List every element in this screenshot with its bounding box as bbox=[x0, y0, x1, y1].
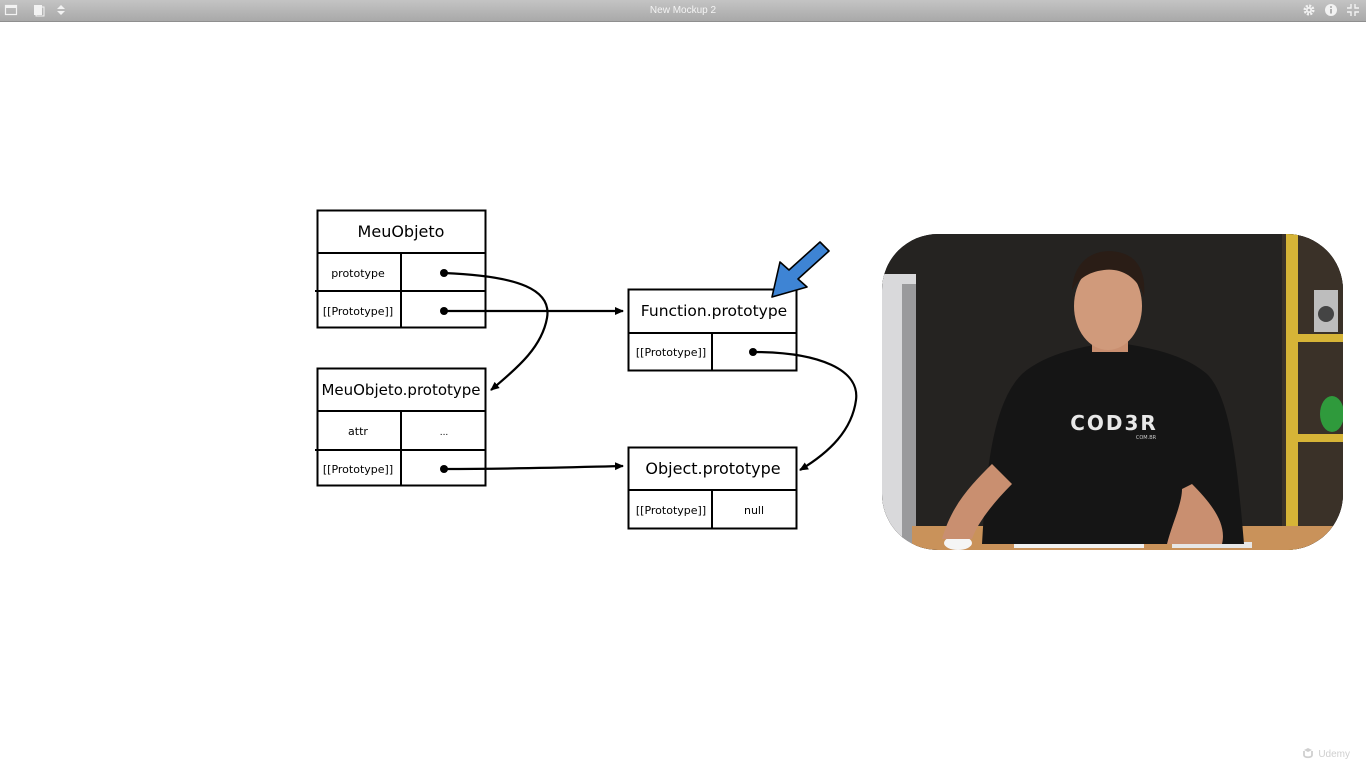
gear-icon[interactable] bbox=[1302, 3, 1316, 17]
attr-label: attr bbox=[348, 425, 368, 438]
meu-objeto-prototype-label: prototype bbox=[331, 267, 385, 280]
meu-objeto-prototype-box[interactable]: MeuObjeto.prototype attr ... [[Prototype… bbox=[315, 367, 487, 487]
meu-objeto-prototype-title: MeuObjeto.prototype bbox=[321, 381, 480, 399]
function-prototype-title: Function.prototype bbox=[641, 302, 787, 320]
object-prototype-box[interactable]: Object.prototype [[Prototype]] null bbox=[627, 446, 798, 530]
udemy-logo-icon bbox=[1303, 748, 1314, 759]
sort-arrows-icon[interactable] bbox=[54, 3, 68, 17]
udemy-watermark: Udemy bbox=[1302, 748, 1350, 760]
attr-value: ... bbox=[440, 428, 449, 438]
function-prototype-proto-arrow bbox=[749, 348, 858, 471]
meu-objeto-box[interactable]: MeuObjeto prototype [[Prototype]] bbox=[315, 209, 487, 329]
shirt-logo: COD3R bbox=[1070, 411, 1158, 435]
meu-objeto-prototype-proto-arrow bbox=[440, 462, 624, 473]
info-icon[interactable] bbox=[1324, 3, 1338, 17]
pointer-arrow-icon bbox=[771, 241, 830, 298]
meu-objeto-title: MeuObjeto bbox=[358, 222, 445, 241]
shirt-logo-sub: COM.BR bbox=[1136, 435, 1157, 441]
meu-objeto-proto-arrow bbox=[440, 307, 624, 315]
object-prototype-title: Object.prototype bbox=[645, 459, 780, 478]
udemy-watermark-text: Udemy bbox=[1318, 748, 1350, 760]
function-prototype-proto-label: [[Prototype]] bbox=[636, 346, 706, 359]
window-title: New Mockup 2 bbox=[649, 5, 717, 16]
prototype-arrow bbox=[440, 269, 549, 391]
object-prototype-proto-label: [[Prototype]] bbox=[636, 504, 706, 517]
webcam-scene: COD3R COM.BR bbox=[882, 234, 1343, 550]
function-prototype-box[interactable]: Function.prototype [[Prototype]] bbox=[627, 288, 798, 372]
title-bar: New Mockup 2 bbox=[0, 0, 1366, 22]
meu-objeto-proto-label: [[Prototype]] bbox=[323, 305, 393, 318]
webcam-video: COD3R COM.BR bbox=[882, 234, 1343, 550]
meu-objeto-prototype-proto-label: [[Prototype]] bbox=[323, 463, 393, 476]
object-prototype-null-value: null bbox=[744, 504, 764, 517]
pages-icon[interactable] bbox=[32, 3, 46, 17]
window-icon[interactable] bbox=[4, 3, 18, 17]
fullscreen-exit-icon[interactable] bbox=[1346, 3, 1360, 17]
